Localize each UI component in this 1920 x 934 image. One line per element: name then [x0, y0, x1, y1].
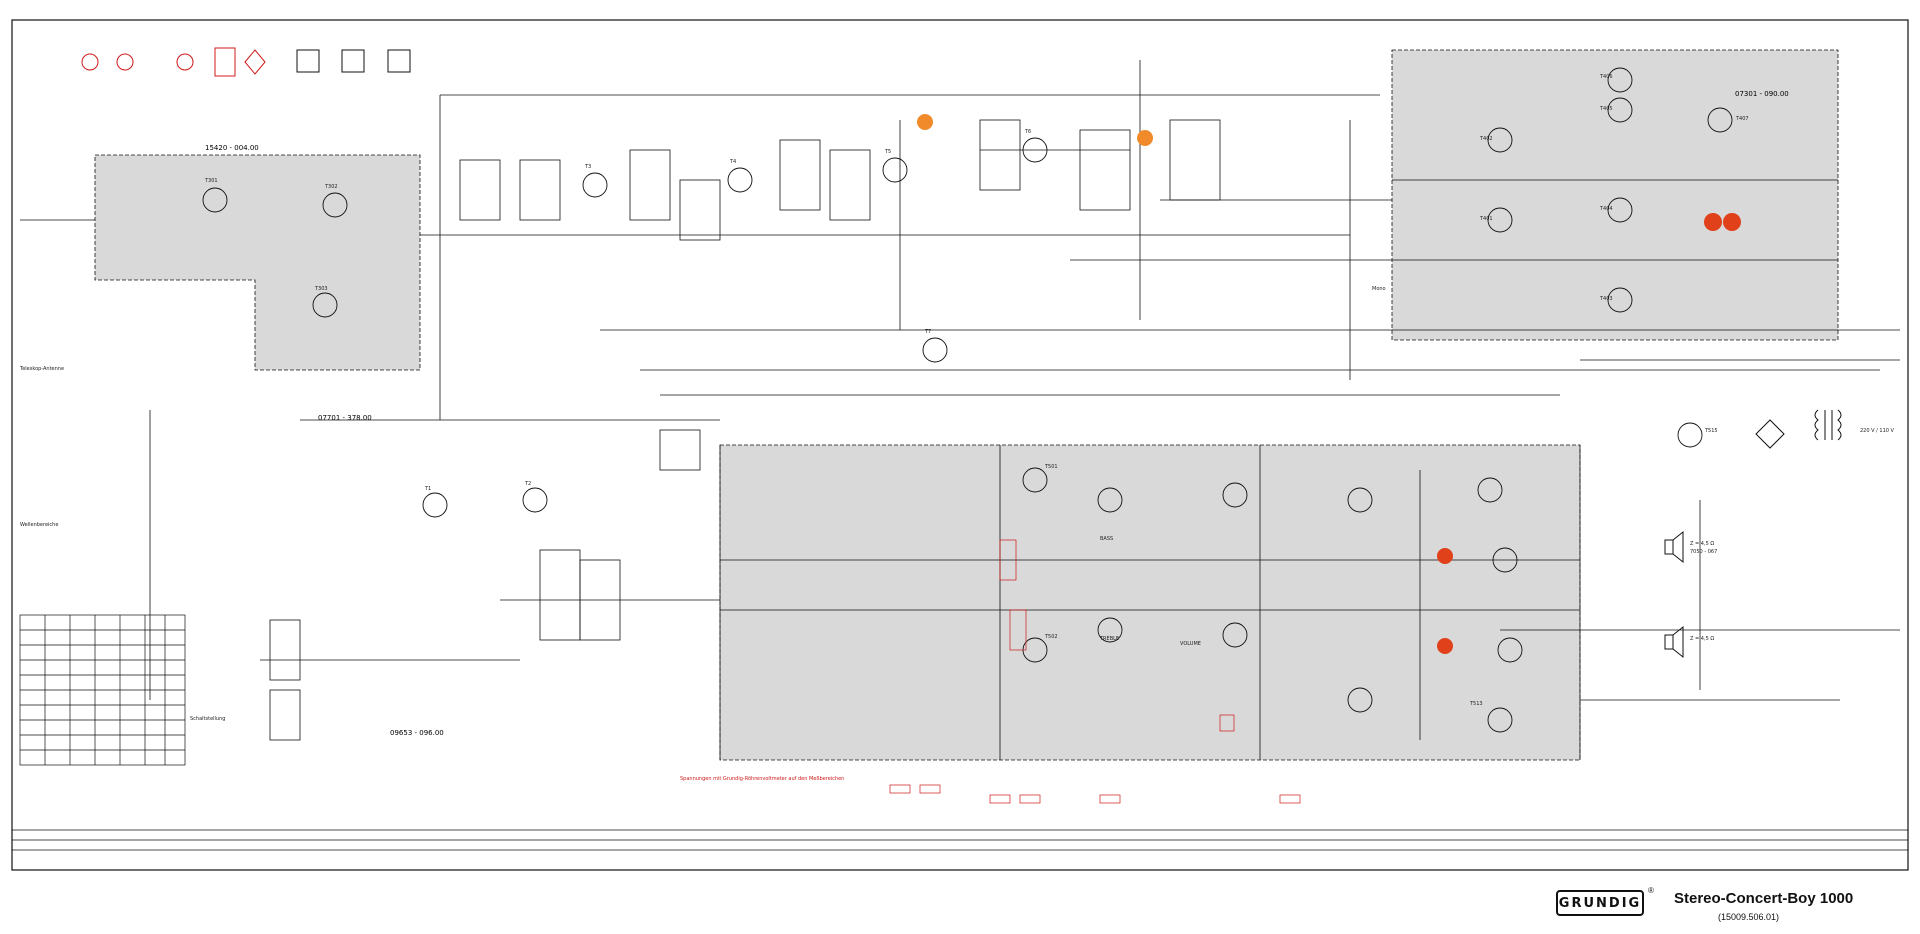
- transistor-label: T513: [1469, 701, 1483, 707]
- bass-label: BASS: [1100, 536, 1113, 542]
- mono-switch-label: Mono: [1372, 286, 1386, 292]
- component-legend: [81, 47, 411, 77]
- brand-block: GRUNDIG ® Stereo-Concert-Boy 1000 (15009…: [1500, 884, 1920, 930]
- voltage-note: Spannungen mit Grundig-Röhrenvoltmeter a…: [680, 776, 844, 782]
- speaker-left-impedance: Z = 4,5 Ω: [1690, 636, 1714, 642]
- transistor-label: T502: [1044, 634, 1058, 640]
- red-annotations: [889, 539, 1301, 804]
- mains-transformer: [1755, 409, 1842, 449]
- range-table-title: Wellenbereiche: [20, 522, 58, 528]
- transistor-label: T7: [924, 329, 931, 335]
- transistor-label: T1: [424, 486, 431, 492]
- speaker-right-part: 7050 - 067: [1690, 549, 1717, 555]
- wiring: [20, 60, 1900, 760]
- transistor-label: T515: [1704, 428, 1718, 434]
- speaker-symbols: [1664, 530, 1684, 659]
- model-number: (15009.506.01): [1718, 912, 1780, 922]
- registered-mark: ®: [1648, 886, 1654, 895]
- transistor-label: T303: [314, 286, 328, 292]
- transistor-label: T404: [1599, 206, 1613, 212]
- transistor-label: T6: [1024, 129, 1031, 135]
- transistor-label: T4: [729, 159, 736, 165]
- transistor-label: T301: [204, 178, 218, 184]
- if-stages: [269, 119, 1221, 741]
- amplifier-board: [719, 444, 1581, 761]
- board-label-ferrite: 07701 - 378.00: [318, 414, 372, 422]
- transistor-label: T2: [524, 481, 531, 487]
- transistor-label: T401: [1479, 216, 1493, 222]
- transistor-label: T402: [1479, 136, 1493, 142]
- treble-label: TREBLE: [1099, 636, 1119, 642]
- transistor-label: T405: [1599, 106, 1613, 112]
- range-switch-grid: [19, 614, 186, 766]
- transistor-label: T406: [1599, 74, 1613, 80]
- antenna-label: Teleskop-Antenne: [19, 366, 64, 372]
- transistor-label: T5: [884, 149, 891, 155]
- mains-label: 220 V / 110 V: [1860, 428, 1895, 434]
- board-label-if: 09653 - 096.00: [390, 729, 444, 737]
- reference-strip: [12, 829, 1908, 851]
- transistor-label: T403: [1599, 296, 1613, 302]
- grundig-logo: GRUNDIG: [1556, 890, 1644, 916]
- transistor-label: T3: [584, 164, 591, 170]
- transistor-label: T501: [1044, 464, 1058, 470]
- switch-note: Schaltstellung: [190, 716, 225, 722]
- speaker-right-icon: [1664, 530, 1684, 564]
- transistor-label: T407: [1735, 116, 1749, 122]
- af-stereo-board: [1391, 49, 1839, 341]
- board-label-fm-tuner: 15420 - 004.00: [205, 144, 259, 152]
- board-shading: [94, 49, 1839, 761]
- transistor-label: T302: [324, 184, 338, 190]
- volume-label: VOLUME: [1180, 641, 1201, 647]
- speaker-right-impedance: Z = 4,5 Ω: [1690, 541, 1714, 547]
- speaker-left-icon: [1664, 625, 1684, 659]
- highlight-spots: [917, 114, 1741, 654]
- fm-tuner-board: [94, 154, 421, 371]
- board-label-af-stereo: 07301 - 090.00: [1735, 90, 1789, 98]
- model-title: Stereo-Concert-Boy 1000: [1674, 890, 1854, 907]
